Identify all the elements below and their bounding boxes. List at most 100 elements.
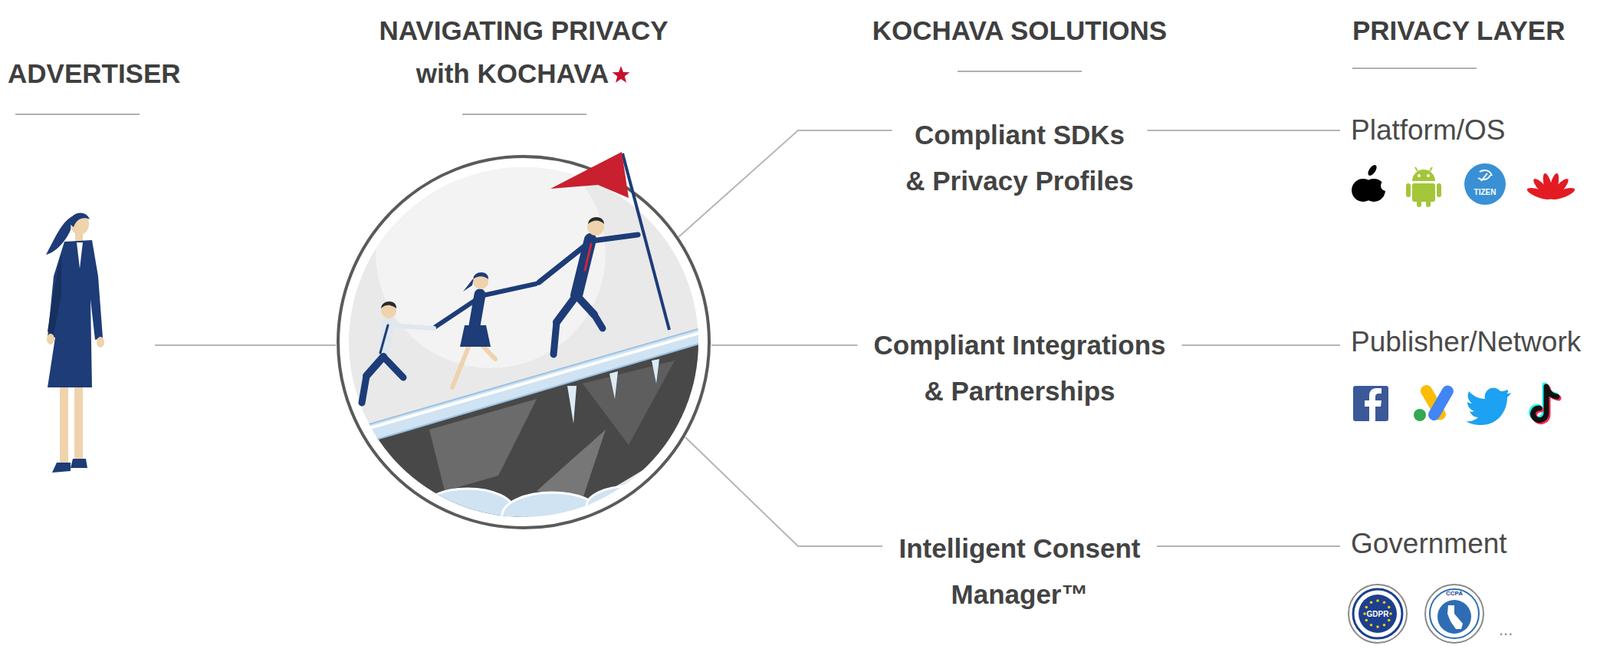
android-logo — [1406, 167, 1442, 207]
heading-text: NAVIGATING PRIVACY with KOCHAVA — [358, 9, 689, 96]
layer-heading: Publisher/Network — [1350, 325, 1581, 358]
heading-underlines — [957, 70, 1082, 73]
layer-heading: Government — [1350, 527, 1508, 559]
facebook-logo — [1364, 387, 1382, 421]
brand-star — [611, 64, 631, 85]
gdpr-badge — [1387, 618, 1391, 622]
climbing-illustration — [463, 272, 489, 292]
tizen-logo — [1464, 163, 1506, 205]
ccpa-badge — [1447, 604, 1463, 629]
gdpr-badge — [1353, 588, 1403, 638]
heading-text: ADVERTISER — [7, 52, 152, 96]
apple-logo — [1351, 163, 1392, 202]
privacy-layer-node: Publisher/Network — [1350, 322, 1581, 362]
advertiser-figure — [52, 462, 71, 473]
tiktok-logo — [1531, 384, 1559, 422]
layer-heading: Government — [1350, 524, 1508, 563]
google-ads-logo — [1413, 408, 1426, 421]
connector-line — [154, 344, 336, 346]
climbing-illustration — [550, 151, 629, 198]
android-logo — [1425, 197, 1431, 207]
climbing-illustration — [538, 243, 588, 283]
tizen-logo — [1478, 170, 1492, 181]
gdpr-badge — [1376, 624, 1380, 628]
logo-text: TIZEN — [1474, 187, 1497, 197]
climbing-illustration — [556, 295, 577, 322]
column-heading: KOCHAVA SOLUTIONS — [872, 9, 1167, 53]
connector-line — [1182, 344, 1341, 346]
climbing-illustration — [383, 356, 404, 378]
climbing-illustration — [337, 325, 722, 439]
gdpr-badge — [1370, 600, 1374, 604]
connector-line — [1147, 129, 1341, 132]
gdpr-badge — [1363, 598, 1393, 628]
climbing-illustration — [381, 301, 397, 309]
climbing-illustration — [651, 358, 660, 384]
advertiser-figure — [70, 458, 88, 468]
advertiser-node: ADVERTISER — [7, 52, 152, 96]
advertiser-figure — [69, 212, 90, 227]
gdpr-badge — [1376, 598, 1380, 602]
android-logo — [1412, 169, 1436, 181]
android-logo — [1406, 183, 1411, 198]
heading-text: ADVERTISER — [7, 58, 181, 89]
connector-line — [685, 436, 883, 546]
solution-text: Intelligent Consent Manager™ — [893, 525, 1147, 618]
gdpr-badge — [1383, 600, 1387, 604]
android-logo — [1429, 167, 1433, 171]
gdpr-badge — [1370, 623, 1374, 627]
google-ads-logo — [1425, 383, 1456, 423]
android-logo — [1415, 167, 1418, 171]
ccpa-badge — [1425, 584, 1484, 643]
solution-node: Compliant SDKs & Privacy Profiles — [903, 111, 1137, 204]
solution-node: Compliant Integrations & Partnerships — [868, 321, 1172, 414]
climbing-illustration — [479, 283, 536, 296]
huawei-logo — [1525, 172, 1576, 202]
advertiser-figure — [47, 239, 103, 388]
gdpr-badge — [1364, 618, 1368, 622]
climbing-illustration — [502, 492, 602, 539]
gdpr-badge — [1364, 605, 1368, 609]
gdpr-badge — [1363, 611, 1367, 615]
android-logo — [1417, 174, 1421, 178]
climbing-illustration — [536, 429, 606, 499]
heading-underlines — [1352, 67, 1477, 69]
climbing-illustration — [452, 341, 471, 388]
climbing-illustration — [329, 137, 722, 541]
ccpa-badge — [1437, 599, 1472, 634]
climbing-illustration — [435, 298, 477, 327]
climbing-illustration — [567, 385, 577, 424]
huawei-logo — [1548, 185, 1576, 202]
connector-line — [1156, 545, 1341, 547]
badge-text: CCPA — [1445, 589, 1463, 597]
climbing-illustration — [576, 295, 595, 315]
gdpr-badge — [1387, 605, 1391, 609]
climbing-illustration — [435, 283, 536, 388]
connector-line — [678, 130, 893, 237]
connector-line — [711, 344, 858, 346]
column-heading: PRIVACY LAYER — [1352, 9, 1566, 53]
facebook-logo — [1353, 385, 1389, 421]
gdpr-badge — [1383, 623, 1387, 627]
climbing-illustration — [337, 321, 722, 451]
tiktok-logo — [1533, 386, 1558, 421]
gdpr-badge — [1389, 611, 1393, 615]
solution-node: Intelligent Consent Manager™ — [893, 525, 1147, 618]
android-logo — [1412, 183, 1436, 202]
solution-text: Compliant SDKs & Privacy Profiles — [903, 111, 1137, 204]
heading-underlines — [15, 113, 140, 115]
apple-logo — [1366, 163, 1379, 178]
solution-text: Compliant Integrations & Partnerships — [873, 329, 1166, 406]
solution-text: Intelligent Consent Manager™ — [899, 532, 1141, 609]
climbing-illustration — [329, 137, 722, 541]
layer-heading: Publisher/Network — [1350, 322, 1581, 362]
tizen-logo — [1464, 163, 1506, 205]
climbing-illustration — [366, 356, 384, 376]
twitter-logo — [1465, 387, 1512, 425]
solution-text: Compliant Integrations & Partnerships — [868, 321, 1172, 414]
advertiser-figure — [47, 252, 62, 335]
climbing-illustration — [361, 321, 434, 403]
android-logo — [1426, 174, 1430, 178]
layer-heading: Platform/OS — [1350, 111, 1506, 150]
climbing-illustration — [553, 321, 557, 355]
